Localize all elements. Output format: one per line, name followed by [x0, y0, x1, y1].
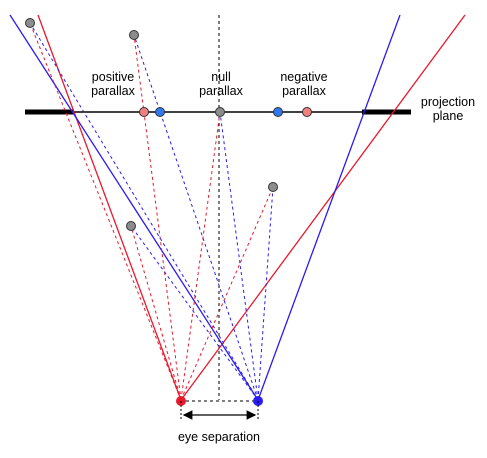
eye-separation-label: eye separation — [177, 430, 260, 444]
null-parallax-point — [215, 107, 225, 117]
negative-parallax-right-projection — [273, 107, 283, 117]
right-eye-frustum-left-line — [9, 14, 259, 401]
object-point — [126, 221, 136, 231]
positive-parallax-right-projection — [155, 107, 165, 117]
object-point — [268, 182, 278, 192]
right-eye-frustum-right-line — [257, 14, 401, 401]
negative-parallax-left-projection — [302, 107, 312, 117]
projection-plane-label-line2: plane — [432, 109, 464, 123]
projection-plane-label-line1: projection — [420, 95, 476, 109]
object-point — [129, 30, 139, 40]
negative-parallax-label: negative parallax — [266, 70, 342, 98]
null-parallax-label: null parallax — [186, 70, 256, 98]
left-eye-frustum-left-line — [37, 14, 182, 401]
projection-plane-label: projection plane — [410, 95, 486, 123]
right-eye-sight-lines — [29, 22, 274, 401]
positive-parallax-label-line1: positive — [91, 70, 135, 84]
object-point — [25, 18, 35, 28]
positive-parallax-label-line2: parallax — [91, 84, 135, 98]
negative-parallax-label-line2: parallax — [282, 84, 326, 98]
left-eye-frustum-right-line — [180, 14, 466, 401]
positive-parallax-label: positive parallax — [78, 70, 148, 98]
negative-parallax-label-line1: negative — [280, 70, 328, 84]
left-eye-sight-lines — [29, 22, 274, 401]
null-parallax-label-line2: parallax — [199, 84, 243, 98]
null-parallax-label-line1: null — [211, 70, 231, 84]
positive-parallax-left-projection — [139, 107, 149, 117]
